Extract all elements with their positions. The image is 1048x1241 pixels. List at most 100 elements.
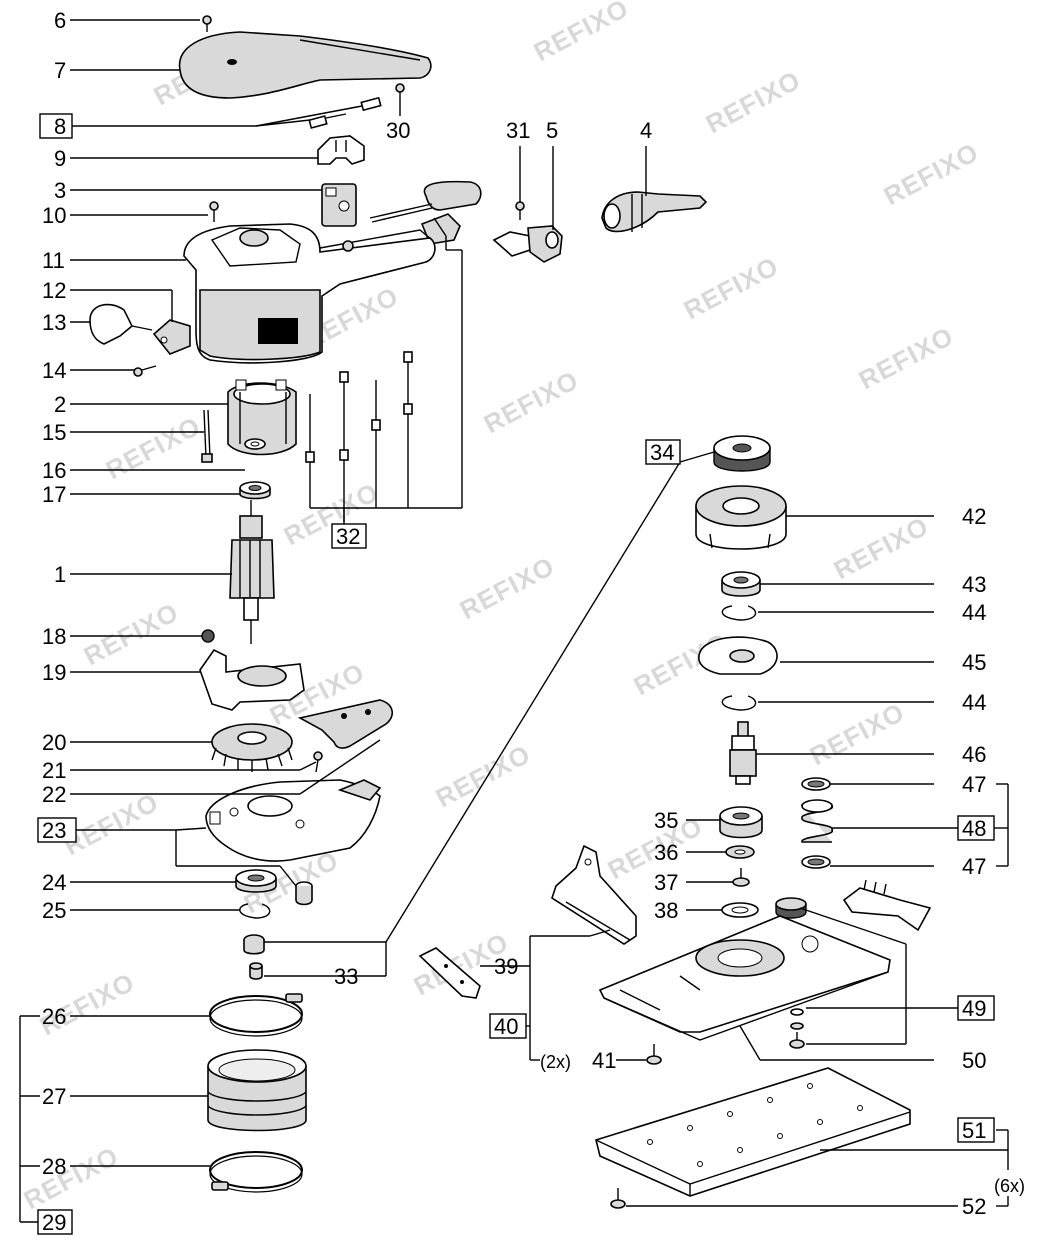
label-33: 33 <box>334 964 358 989</box>
part-1-armature <box>229 500 275 644</box>
label-44: 44 <box>962 600 986 625</box>
label-20: 20 <box>42 730 66 755</box>
watermark: REFIXO <box>829 511 934 586</box>
label-15: 15 <box>42 420 66 445</box>
label-3: 3 <box>54 178 66 203</box>
label-31: 31 <box>506 118 530 143</box>
part-37-screw <box>732 868 750 887</box>
label-36: 36 <box>654 840 678 865</box>
part-48-bellow-seal <box>801 799 833 843</box>
label-4: 4 <box>640 118 652 143</box>
label-17: 17 <box>42 482 66 507</box>
watermark: REFIXO <box>19 1141 124 1216</box>
label-50: 50 <box>962 1048 986 1073</box>
part-24-bearing <box>235 869 277 893</box>
part-39-clamp <box>418 947 481 999</box>
label-12: 12 <box>42 278 66 303</box>
watermark: REFIXO <box>431 739 536 814</box>
part-13-knob <box>89 303 153 345</box>
part-15-screw <box>201 409 213 463</box>
part-35-bearing <box>719 806 763 839</box>
part-11-motor-housing <box>183 223 436 364</box>
label-22: 22 <box>42 782 66 807</box>
part-38-washer <box>721 902 759 918</box>
part-4-cable-plug <box>601 191 708 233</box>
part-drive-gear <box>775 897 807 919</box>
part-27-bellows <box>207 1049 307 1132</box>
part-14-screw <box>133 365 157 377</box>
part-18-nut <box>201 629 215 643</box>
part-44-circlip <box>721 605 757 621</box>
label-14: 14 <box>42 358 66 383</box>
label-51-box <box>957 1117 995 1143</box>
label-28: 28 <box>42 1154 66 1179</box>
part-9-brush-holder <box>317 135 365 165</box>
part-32-cables <box>305 351 413 470</box>
label-23: 23 <box>42 818 66 843</box>
quantity-6x: (6x) <box>994 1176 1025 1196</box>
part-26-clamp-band <box>209 993 303 1037</box>
quantity-2x: (2x) <box>540 1052 571 1072</box>
label-30: 30 <box>386 118 410 143</box>
label-27: 27 <box>42 1084 66 1109</box>
label-44: 44 <box>962 690 986 715</box>
part-34-gear <box>713 435 771 472</box>
part-36-washer <box>725 845 755 859</box>
label-24: 24 <box>42 870 66 895</box>
label-39: 39 <box>494 954 518 979</box>
part-3-switch <box>321 183 357 227</box>
label-11: 11 <box>42 248 65 273</box>
label-16: 16 <box>42 458 66 483</box>
label-26: 26 <box>42 1004 66 1029</box>
part-46-shaft <box>729 721 757 785</box>
label-48-box <box>957 815 995 841</box>
label-42: 42 <box>962 504 986 529</box>
label-25: 25 <box>42 898 66 923</box>
label-51: 51 <box>962 1118 986 1143</box>
label-6: 6 <box>54 8 66 33</box>
part-47-seal <box>801 777 831 791</box>
label-10: 10 <box>42 203 66 228</box>
part-5-socket <box>527 225 563 263</box>
part-50-screw <box>789 1032 805 1049</box>
label-38: 38 <box>654 898 678 923</box>
part-30-screw <box>395 83 405 104</box>
part-19-fan-housing <box>199 648 305 711</box>
label-21: 21 <box>42 758 66 783</box>
watermark: REFIXO <box>279 477 384 552</box>
label-9: 9 <box>54 146 66 171</box>
part-45-counterweight <box>698 636 778 675</box>
label-29: 29 <box>42 1210 66 1235</box>
label-23-box <box>37 817 77 843</box>
label-46: 46 <box>962 742 986 767</box>
label-5: 5 <box>546 118 558 143</box>
label-2: 2 <box>54 392 66 417</box>
part-23-lower-housing <box>205 779 382 862</box>
label-7: 7 <box>54 58 66 83</box>
part-43-bearing <box>721 571 761 597</box>
part-47-seal <box>801 855 831 869</box>
watermark: REFIXO <box>805 697 910 772</box>
label-41: 41 <box>592 1048 616 1073</box>
label-37: 37 <box>654 870 678 895</box>
part-20-fan <box>211 723 293 772</box>
part-52-screw <box>610 1188 626 1209</box>
part-17-bearing <box>239 481 271 500</box>
label-45: 45 <box>962 650 986 675</box>
label-32-box <box>331 523 367 549</box>
label-35: 35 <box>654 808 678 833</box>
part-33-pinion <box>243 934 265 980</box>
label-49-box <box>957 995 995 1021</box>
part-7-top-cover <box>178 31 432 99</box>
label-34: 34 <box>650 440 674 465</box>
watermark: REFIXO <box>455 551 560 626</box>
part-21-screw <box>313 751 323 773</box>
part-44-circlip <box>721 695 757 711</box>
label-8-box <box>39 113 73 139</box>
watermark: REFIXO <box>854 321 959 396</box>
watermark: REFIXO <box>879 137 984 212</box>
watermark: REFIXO <box>529 0 634 67</box>
label-32: 32 <box>336 524 360 549</box>
